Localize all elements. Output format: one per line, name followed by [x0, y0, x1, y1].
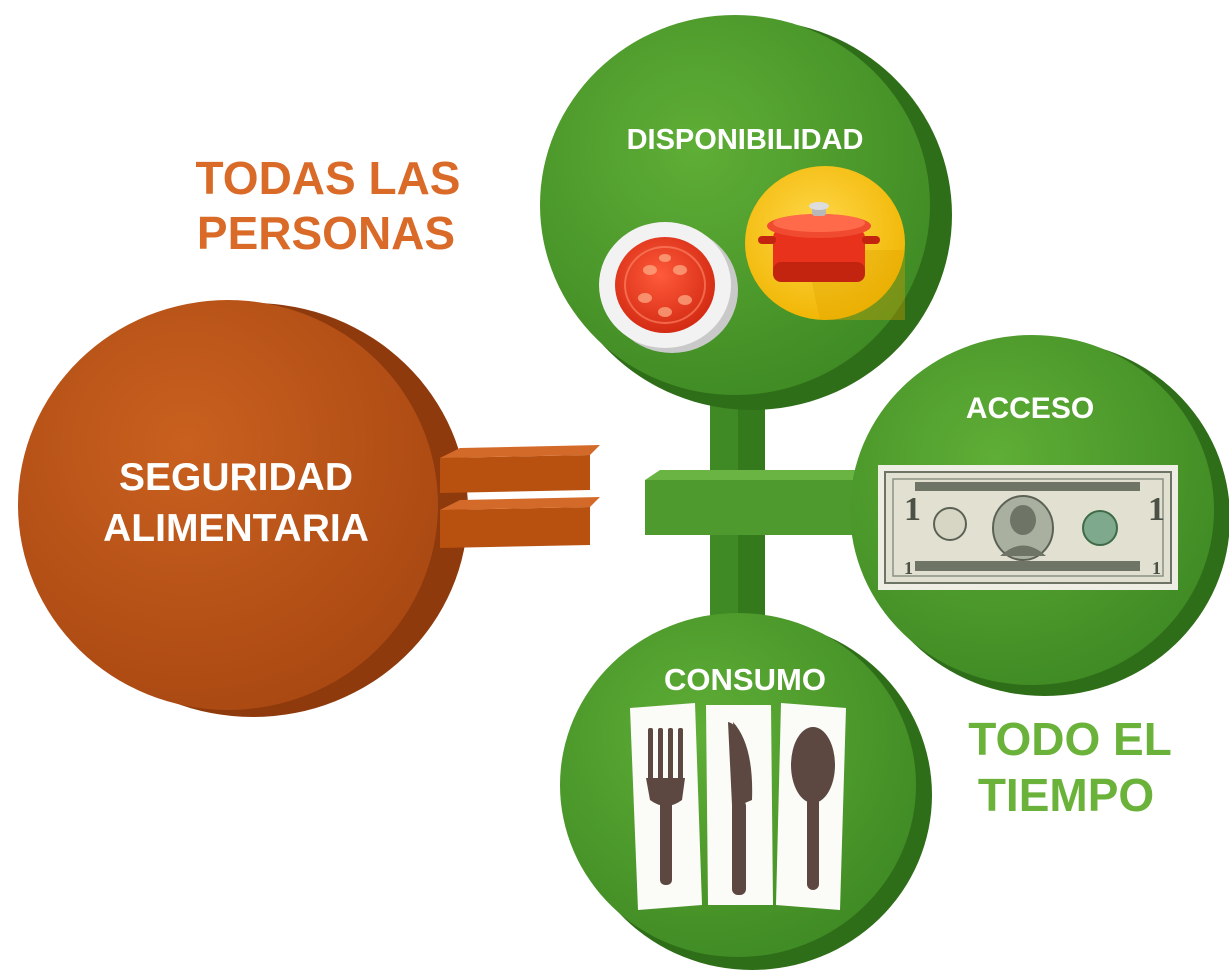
todo-el-heading: TODO EL [968, 713, 1172, 765]
disponibilidad-label: DISPONIBILIDAD [627, 124, 864, 156]
acceso-label: ACCESO [966, 392, 1094, 425]
spoon-icon [791, 727, 835, 890]
alimentaria-label: ALIMENTARIA [103, 507, 369, 550]
cooking-pot-icon [745, 166, 905, 320]
fork-icon [646, 728, 685, 885]
seguridad-alimentaria-circle [18, 300, 468, 717]
svg-text:1: 1 [904, 491, 921, 528]
seguridad-label: SEGURIDAD [119, 456, 353, 499]
svg-text:1: 1 [1152, 558, 1161, 578]
personas-heading: PERSONAS [197, 207, 455, 259]
consumo-label: CONSUMO [664, 662, 826, 697]
svg-text:1: 1 [1148, 491, 1165, 528]
knife-icon [728, 722, 753, 895]
svg-text:1: 1 [904, 558, 913, 578]
tiempo-heading: TIEMPO [978, 769, 1154, 821]
plus-sign [645, 400, 870, 640]
todas-las-heading: TODAS LAS [196, 152, 461, 204]
equals-sign [440, 445, 600, 548]
dollar-bill-icon: 1 1 1 1 [878, 465, 1178, 590]
tomato-icon [599, 222, 738, 353]
